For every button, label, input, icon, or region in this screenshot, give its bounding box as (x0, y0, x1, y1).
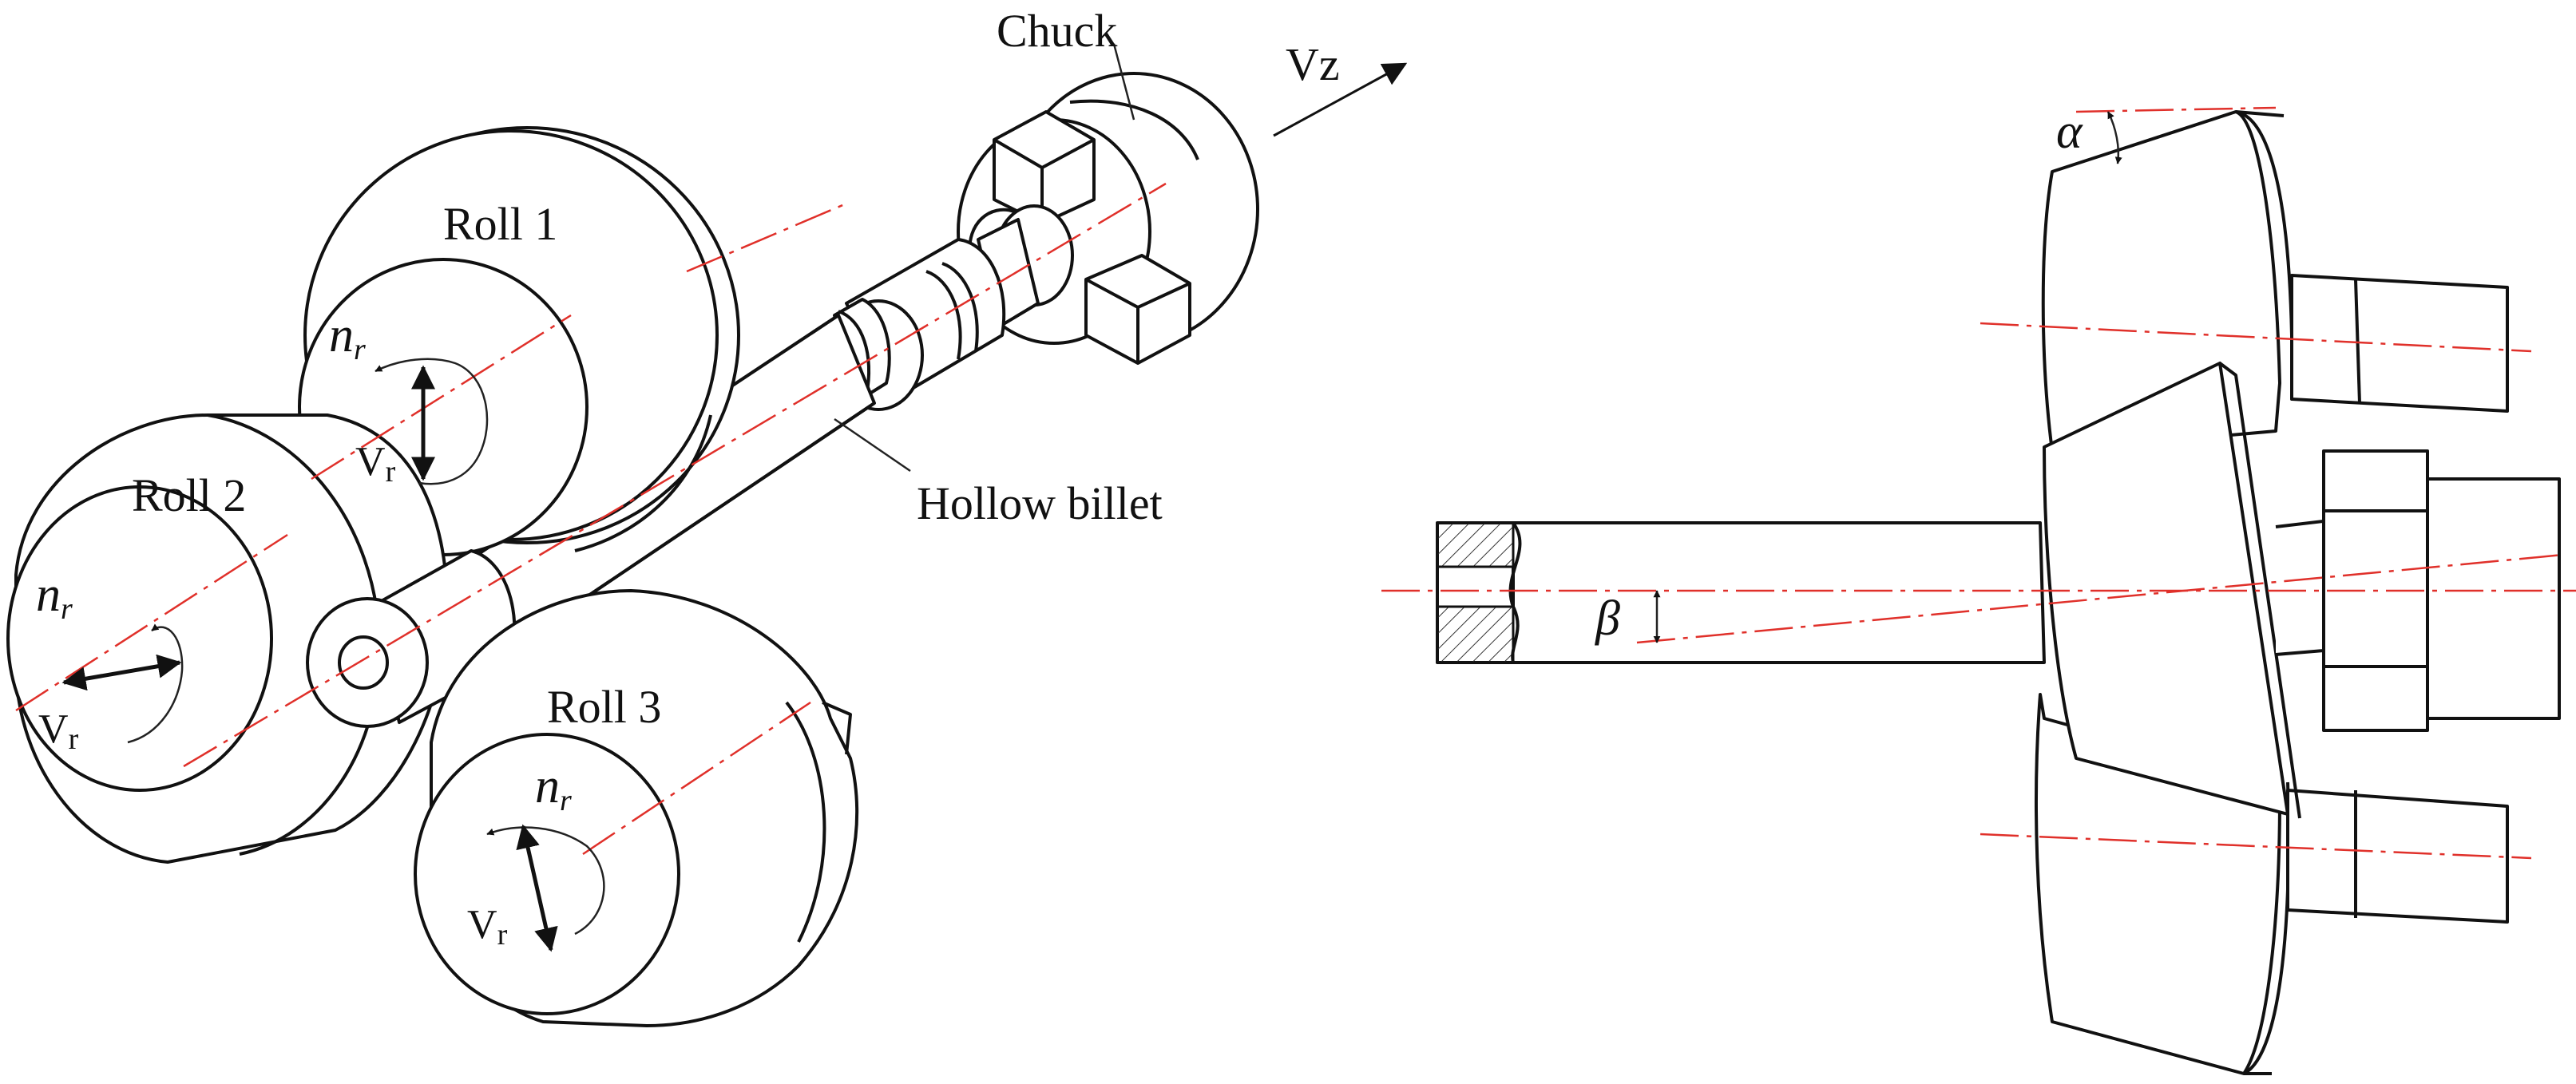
side-billet (1436, 521, 2046, 664)
roll-3-v-sub: r (497, 918, 508, 951)
alpha-dimension: α (2056, 105, 2122, 164)
roll-1-n-label: n (329, 308, 354, 362)
isometric-view: Chuck Vz Roll 1 Roll 2 Roll 3 Hollow bil… (6, 5, 1408, 1027)
chuck-label: Chuck (997, 5, 1117, 57)
roll-3-n-sub: r (560, 784, 572, 817)
chuck-leader (1112, 43, 1135, 121)
side-view: α β (1381, 105, 2576, 1075)
beta-label: β (1595, 591, 1620, 646)
hollow-billet-leader (834, 417, 911, 473)
roll-2-v-label: V (38, 706, 69, 752)
roll-1-speed-labels: nr Vr (329, 308, 396, 489)
roll-2-n-sub: r (61, 592, 73, 626)
roll-3-n-label: n (535, 759, 560, 813)
side-centerlines (1381, 106, 2576, 860)
roll-2-label: Roll 2 (132, 469, 246, 521)
svg-text:Vr: Vr (467, 902, 508, 951)
roll-2-v-sub: r (69, 722, 79, 756)
roll-2-n-label: n (36, 568, 61, 622)
roll-3-motion (486, 824, 605, 952)
roll-3-speed-labels: nr Vr (467, 759, 572, 951)
roll-1-v-sub: r (386, 455, 396, 489)
alpha-label: α (2056, 105, 2083, 159)
roll-3 (414, 589, 859, 1027)
roll-1-label: Roll 1 (443, 198, 557, 250)
roll-2-speed-labels: nr Vr (36, 568, 79, 756)
side-middle-roll (2043, 362, 2561, 819)
roll-3-v-label: V (467, 902, 497, 948)
roll-2-motion (61, 623, 184, 744)
roll-1-n-sub: r (354, 333, 366, 366)
vz-label: Vz (1286, 38, 1340, 90)
svg-text:Vr: Vr (355, 439, 396, 489)
hollow-billet-label: Hollow billet (917, 477, 1163, 529)
side-upper-roll (2041, 110, 2509, 453)
billet-stepped-shaft (833, 238, 1006, 411)
roll-2 (6, 413, 449, 864)
beta-dimension: β (1595, 590, 1661, 646)
centerlines (15, 182, 1167, 856)
roll-3-label: Roll 3 (547, 681, 661, 733)
roll-1-v-label: V (355, 439, 386, 485)
svg-text:nr: nr (535, 759, 572, 817)
roll-1-motion (375, 358, 489, 485)
svg-text:nr: nr (36, 568, 73, 626)
svg-text:nr: nr (329, 308, 366, 366)
vz-arrow (1273, 62, 1408, 137)
svg-text:Vr: Vr (38, 706, 79, 756)
